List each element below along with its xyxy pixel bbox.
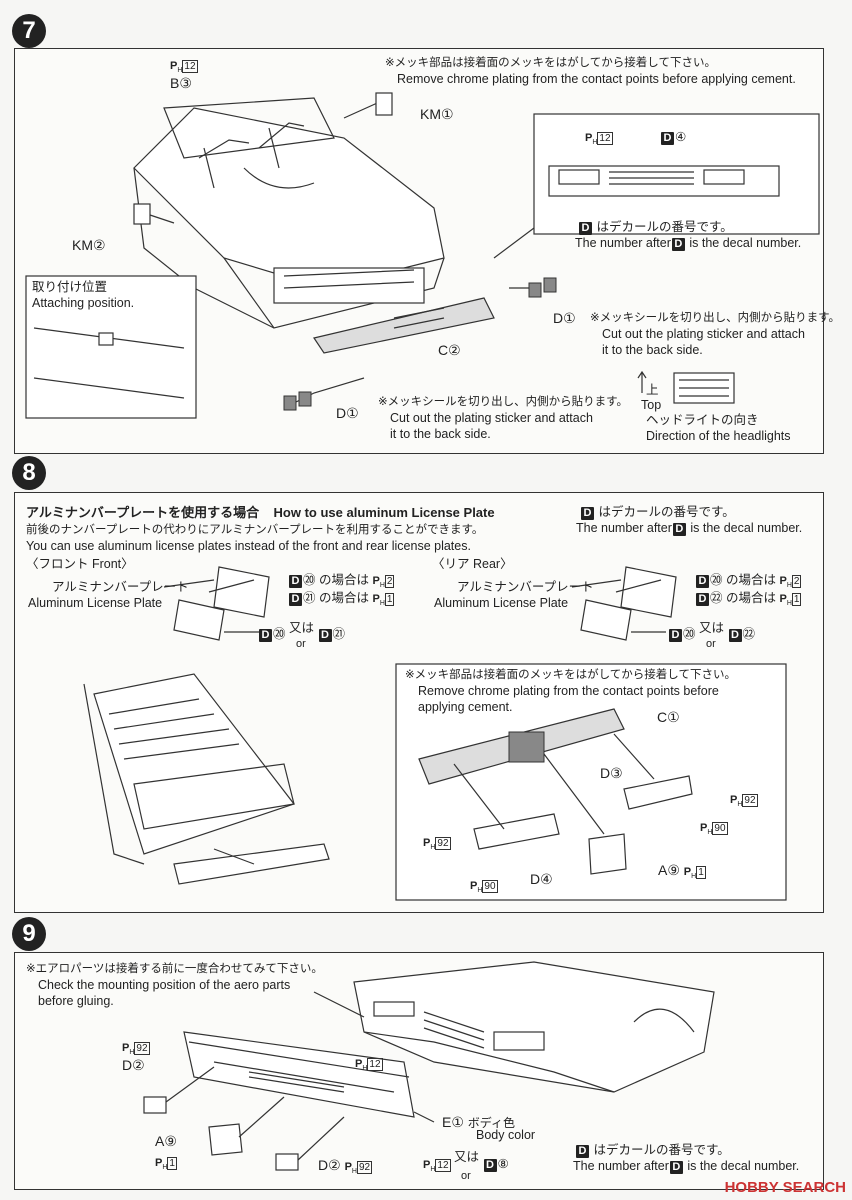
step-8-top-panel [14, 492, 824, 656]
step8-title: アルミナンバープレートを使用する場合 How to use aluminum L… [26, 505, 495, 520]
step7-d1-left: D① [336, 405, 359, 421]
step8-desc-jp: 前後のナンバープレートの代わりにアルミナンバープレートを利用することができます。 [26, 524, 484, 536]
step8-decal-jp: D はデカールの番号です。 [580, 505, 735, 520]
step9-d2-left: D② [122, 1057, 145, 1073]
rear-plate-en: Aluminum License Plate [434, 596, 569, 610]
decal-marker: D [259, 629, 272, 642]
step-9-number: 9 [12, 917, 46, 951]
attach-jp: 取り付け位置 [32, 280, 108, 294]
step8-note-en1: Remove chrome plating from the contact p… [418, 684, 719, 698]
decal-marker: D [318, 629, 332, 642]
headlight-jp: ヘッドライトの向き [646, 413, 759, 427]
decal-marker: D [672, 523, 686, 536]
watermark-logo: HOBBY SEARCH [724, 1179, 846, 1196]
decal-marker: D [289, 593, 302, 606]
sticker-note-right-jp: ※メッキシールを切り出し、内側から貼ります。 [590, 312, 840, 324]
sticker-note-left-jp: ※メッキシールを切り出し、内側から貼ります。 [378, 396, 628, 408]
step9-note-jp: ※エアロパーツは接着する前に一度合わせてみて下さい。 [26, 963, 323, 975]
ph-number: 12 [597, 132, 613, 145]
headlight-en: Direction of the headlights [646, 429, 791, 443]
front-label: 〈フロント Front〉 [26, 557, 134, 571]
step7-c2-label: C② [438, 342, 461, 358]
sticker-note-left-en2: it to the back side. [390, 427, 491, 441]
step7-note-jp: ※メッキ部品は接着面のメッキをはがしてから接着して下さい。 [385, 57, 716, 69]
step8-desc-en: You can use aluminum license plates inst… [26, 539, 471, 553]
step-8-car-illustration [83, 663, 787, 901]
decal-marker: D [483, 1159, 497, 1172]
decal-marker: D [669, 629, 682, 642]
ph-marker: PH [170, 60, 183, 75]
step-7-illustration [25, 92, 820, 419]
decal-marker: D [579, 222, 592, 235]
front-plate-en: Aluminum License Plate [28, 596, 163, 610]
ph-marker: PH [585, 132, 598, 147]
top-en: Top [641, 398, 662, 412]
step-8-number: 8 [12, 456, 46, 490]
step7-note-en: Remove chrome plating from the contact p… [397, 72, 796, 86]
step8-note-jp: ※メッキ部品は接着面のメッキをはがしてから接着して下さい。 [405, 669, 736, 681]
ph-number: 12 [182, 60, 198, 73]
step7-decal-jp: D はデカールの番号です。 [578, 220, 733, 235]
step9-body-en: Body color [476, 1128, 536, 1142]
step-7-number: 7 [12, 14, 46, 48]
step9-a9: A⑨ [155, 1133, 177, 1149]
front-plate-jp: アルミナンバープレート [52, 580, 189, 594]
step8-c1-label: C① [657, 709, 680, 725]
step9-note-en1: Check the mounting position of the aero … [38, 978, 291, 992]
step8-d3-label: D③ [600, 765, 623, 781]
decal-marker: D [696, 593, 709, 606]
step7-d1-right: D① [553, 310, 576, 326]
step9-decal-jp: D はデカールの番号です。 [575, 1143, 730, 1158]
decal-marker: D [661, 132, 674, 145]
step-9-illustration [143, 961, 715, 1171]
rear-label: 〈リア Rear〉 [432, 557, 513, 571]
step7-km1-label: KM① [420, 106, 454, 122]
decal-marker: D [581, 507, 594, 520]
plate-illustrations [163, 566, 677, 641]
sticker-note-right-en2: it to the back side. [602, 343, 703, 357]
step9-e1: E① ボディ色 [442, 1114, 515, 1131]
sticker-note-left-en1: Cut out the plating sticker and attach [390, 411, 593, 425]
step9-note-en2: before gluing. [38, 994, 114, 1008]
rear-plate-jp: アルミナンバープレート [457, 580, 594, 594]
attach-en: Attaching position. [32, 296, 135, 310]
top-jp: 上 [646, 383, 659, 397]
step8-note-en2: applying cement. [418, 700, 513, 714]
sticker-note-right-en1: Cut out the plating sticker and attach [602, 327, 805, 341]
decal-marker: D [671, 238, 685, 251]
decal-marker: D [696, 575, 709, 588]
step7-km2-label: KM② [72, 237, 106, 253]
decal-marker: D [576, 1145, 589, 1158]
step7-b3-label: B③ [170, 75, 192, 91]
step8-d4-label: D④ [530, 871, 553, 887]
decal-marker: D [728, 629, 742, 642]
decal-marker: D [289, 575, 302, 588]
decal-marker: D [669, 1161, 683, 1174]
